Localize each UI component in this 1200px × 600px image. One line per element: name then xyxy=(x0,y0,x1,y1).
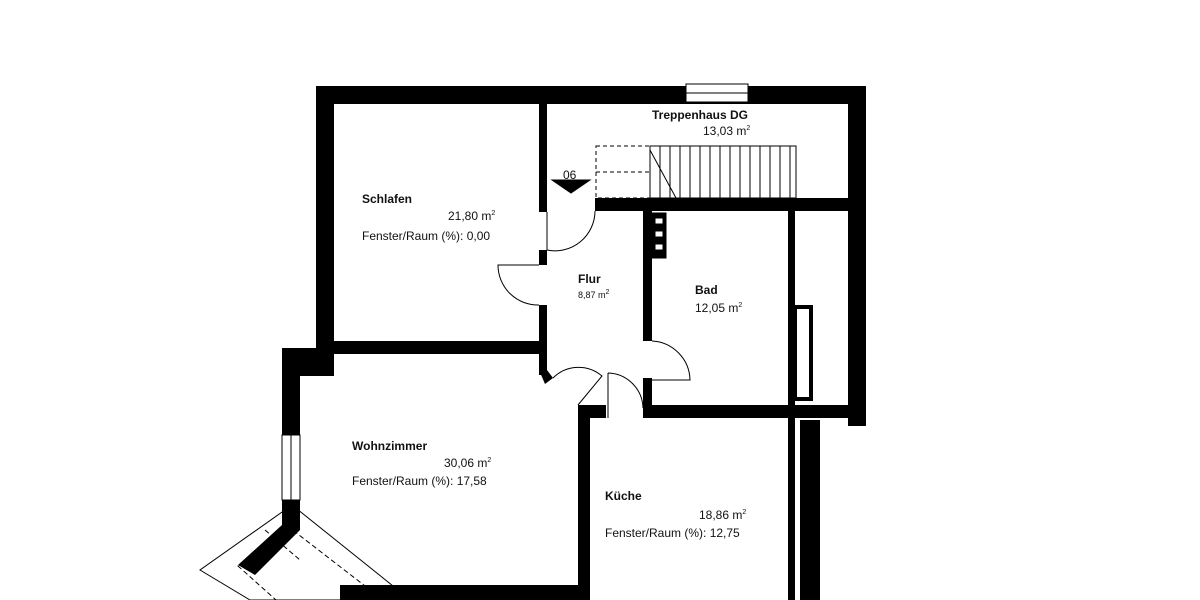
area-value: 18,86 m xyxy=(699,508,743,522)
wall-schlafen-bottom xyxy=(316,341,545,354)
area-unit: 2 xyxy=(605,289,610,296)
door-wohnzimmer xyxy=(552,366,603,406)
room-name-bad: Bad xyxy=(695,283,718,297)
room-area-bad: 12,05 m2 xyxy=(695,301,742,315)
bay-outer xyxy=(199,504,400,600)
area-unit: 2 xyxy=(738,302,743,309)
wall-left-schlafen xyxy=(316,86,334,376)
doors xyxy=(497,210,691,418)
area-unit: 2 xyxy=(491,210,496,217)
wall-schlafen-flur-mid xyxy=(539,250,547,265)
stair-direction-arrow-icon xyxy=(550,179,592,194)
stairs xyxy=(550,145,797,199)
wall-kueche-left xyxy=(578,405,590,600)
shaft-cell xyxy=(654,243,664,251)
room-name-wohnzimmer: Wohnzimmer xyxy=(352,439,428,453)
windows xyxy=(281,83,813,501)
room-area-treppenhaus: 13,03 m2 xyxy=(703,124,750,138)
wall-flur-bad xyxy=(643,211,652,341)
wall-wohn-bottom xyxy=(340,585,590,600)
wall-corner-flur xyxy=(539,370,553,384)
wall-wohn-left xyxy=(282,348,300,435)
area-unit: 2 xyxy=(746,125,751,132)
wall-right xyxy=(848,86,866,426)
area-unit: 2 xyxy=(487,457,492,464)
room-name-treppenhaus: Treppenhaus DG xyxy=(652,108,749,122)
room-area-schlafen: 21,80 m2 xyxy=(448,209,495,223)
window-ratio-kueche: Fenster/Raum (%): 12,75 xyxy=(605,526,740,540)
door-bad xyxy=(651,340,691,381)
bay-window-outline xyxy=(199,504,400,600)
area-value: 8,87 m xyxy=(578,290,606,300)
wall-kueche-top xyxy=(578,405,606,418)
wall-schlafen-flur-low xyxy=(539,305,547,375)
stair-marker-label: 06 xyxy=(563,168,577,182)
room-area-kueche: 18,86 m2 xyxy=(699,508,746,522)
room-name-flur: Flur xyxy=(578,272,601,286)
room-area-wohnzimmer: 30,06 m2 xyxy=(444,456,491,470)
room-area-flur: 8,87 m2 xyxy=(578,289,609,300)
bay-inner xyxy=(237,527,380,600)
room-name-schlafen: Schlafen xyxy=(362,192,413,206)
area-value: 21,80 m xyxy=(448,209,492,223)
area-unit: 2 xyxy=(742,509,747,516)
wall-top xyxy=(316,86,866,104)
walls xyxy=(238,86,866,600)
wall-wohn-left-low xyxy=(282,500,300,530)
area-value: 12,05 m xyxy=(695,301,739,315)
area-value: 13,03 m xyxy=(703,124,747,138)
wall-flur-bad-low xyxy=(643,378,652,418)
window-ratio-schlafen: Fenster/Raum (%): 0,00 xyxy=(362,229,491,243)
stair-cut-line xyxy=(649,149,677,199)
door-schlafen xyxy=(497,264,540,306)
area-value: 30,06 m xyxy=(444,456,488,470)
window-bad-niche xyxy=(793,305,813,401)
wall-bad-right xyxy=(788,211,795,600)
shaft-cell xyxy=(654,217,664,225)
wall-bad-bottom xyxy=(643,405,866,418)
door-flur-top xyxy=(546,210,596,252)
shaft-cell xyxy=(654,230,664,238)
wall-schlafen-flur-top xyxy=(539,104,547,212)
room-name-kueche: Küche xyxy=(605,489,642,503)
wall-bay xyxy=(238,525,300,575)
door-kueche xyxy=(607,372,644,418)
window-ratio-wohnzimmer: Fenster/Raum (%): 17,58 xyxy=(352,474,487,488)
wall-kueche-right xyxy=(800,420,820,600)
wall-stair xyxy=(595,198,866,211)
